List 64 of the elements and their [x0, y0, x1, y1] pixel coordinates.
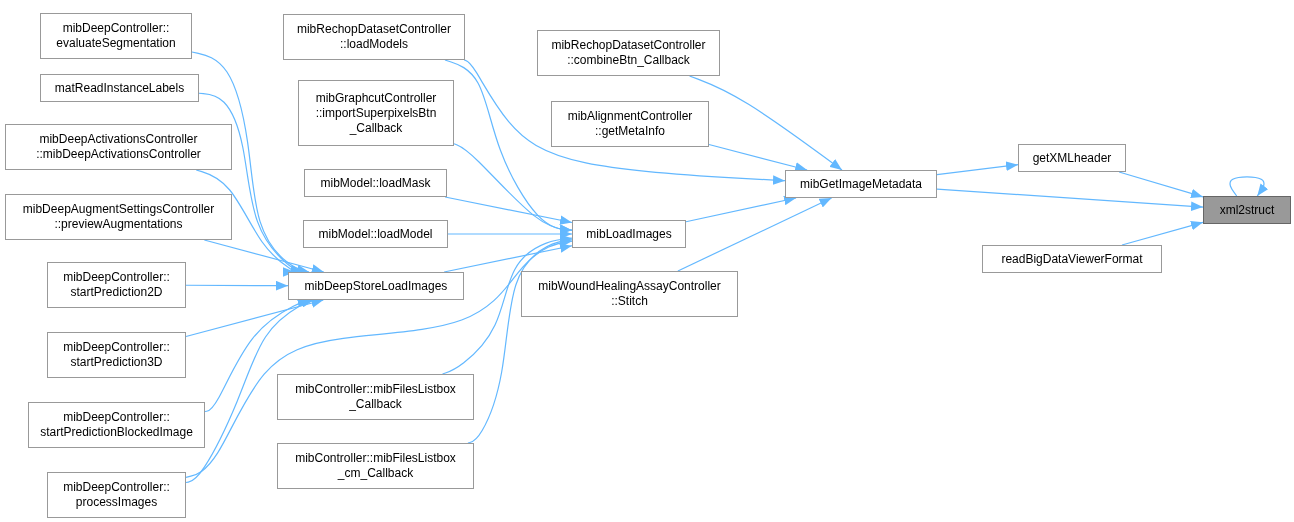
arrow: [185, 237, 573, 478]
arrow: [688, 75, 843, 171]
function-name: mibModel::loadModel: [317, 226, 434, 242]
function-box: [521, 271, 738, 317]
function-name: mibDeepStoreLoadImages: [303, 278, 449, 294]
arrow: [1118, 171, 1204, 199]
arrow: [936, 161, 1019, 176]
function-box: [572, 220, 686, 248]
function-box: [303, 220, 448, 248]
function-name: mibController::mibFilesListbox _cm_Callback: [294, 451, 457, 481]
function-box: [47, 472, 186, 518]
function-name: mibDeepController:: processImages: [62, 480, 171, 510]
function-box: [47, 332, 186, 378]
function-box: [40, 74, 199, 102]
function-name: mibDeepActivationsController ::mibDeepActivationsController: [35, 132, 202, 162]
function-name: mibDeepAugmentSettingsController ::previewAugmentations: [21, 202, 216, 232]
function-name: readBigDataViewerFormat: [1000, 251, 1144, 267]
function-name: matReadInstanceLabels: [53, 80, 186, 96]
function-name: mibGraphcutController ::importSuperpixelsBtn _Callback: [314, 90, 438, 136]
arrow: [453, 143, 573, 235]
function-box: [1203, 196, 1291, 224]
function-box: [40, 13, 192, 59]
arrow: [708, 143, 808, 172]
arrow: [467, 236, 573, 444]
function-name: mibDeepController:: startPrediction3D: [62, 340, 171, 370]
function-name: mibDeepController:: startPredictionBlockedImage: [39, 410, 194, 440]
arrow: [444, 196, 573, 225]
function-name: mibLoadImages: [585, 226, 673, 242]
function-box: [47, 262, 186, 308]
function-name: mibDeepController:: evaluateSegmentation: [55, 21, 177, 51]
function-box: [982, 245, 1162, 273]
function-box: [785, 170, 937, 198]
function-box: [28, 402, 205, 448]
function-box: [298, 80, 454, 146]
function-name: mibRechopDatasetController ::loadModels: [295, 22, 453, 52]
function-box: [304, 169, 447, 197]
arrow: [677, 197, 833, 272]
function-name: mibAlignmentController ::getMetaInfo: [566, 109, 694, 139]
function-name: mibGetImageMetadata: [798, 176, 924, 192]
arrow: [936, 188, 1204, 211]
function-name: mibController::mibFilesListbox _Callback: [294, 382, 457, 412]
function-name: getXMLheader: [1031, 150, 1113, 166]
function-box: [5, 194, 232, 240]
function-name: mibDeepController:: startPrediction2D: [62, 270, 171, 300]
arrow: [1121, 220, 1204, 246]
function-box: [277, 443, 474, 489]
function-name: mibWoundHealingAssayController ::Stitch: [537, 279, 722, 309]
function-name: xml2struct: [1218, 202, 1276, 218]
arrow: [1229, 176, 1269, 197]
function-box: [283, 14, 465, 60]
arrow: [443, 243, 573, 273]
function-name: mibRechopDatasetController ::combineBtn_Callback: [550, 38, 707, 68]
function-box: [537, 30, 720, 76]
function-name: mibModel::loadMask: [319, 175, 432, 191]
arrow: [447, 229, 573, 239]
arrow: [463, 59, 786, 185]
arrow: [685, 195, 797, 223]
arrow: [185, 298, 324, 338]
function-box: [5, 124, 232, 170]
function-box: [288, 272, 464, 300]
function-box: [277, 374, 474, 420]
arrow: [441, 234, 573, 375]
function-box: [551, 101, 709, 147]
function-box: [1018, 144, 1126, 172]
